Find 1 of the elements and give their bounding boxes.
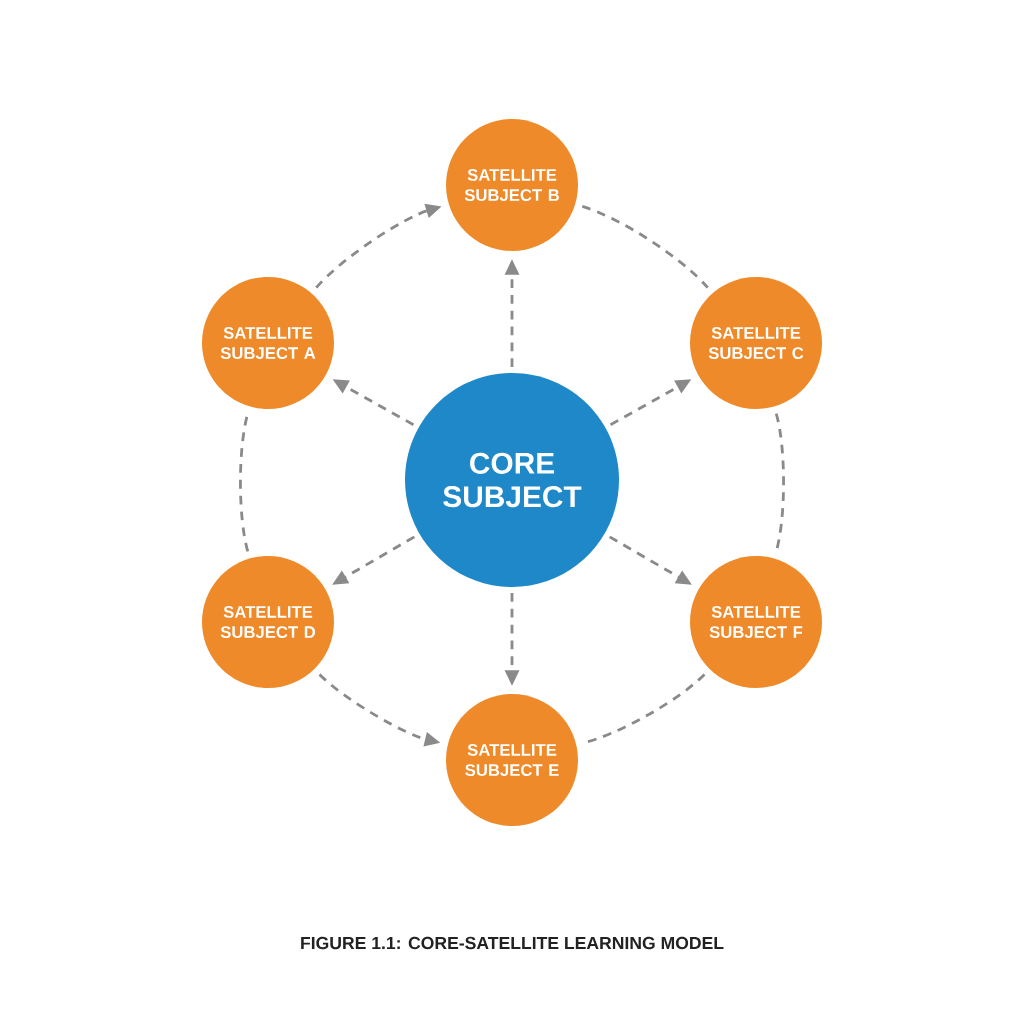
figure-caption: FIGURE 1.1: CORE-SATELLITE LEARNING MODEL xyxy=(301,936,724,950)
